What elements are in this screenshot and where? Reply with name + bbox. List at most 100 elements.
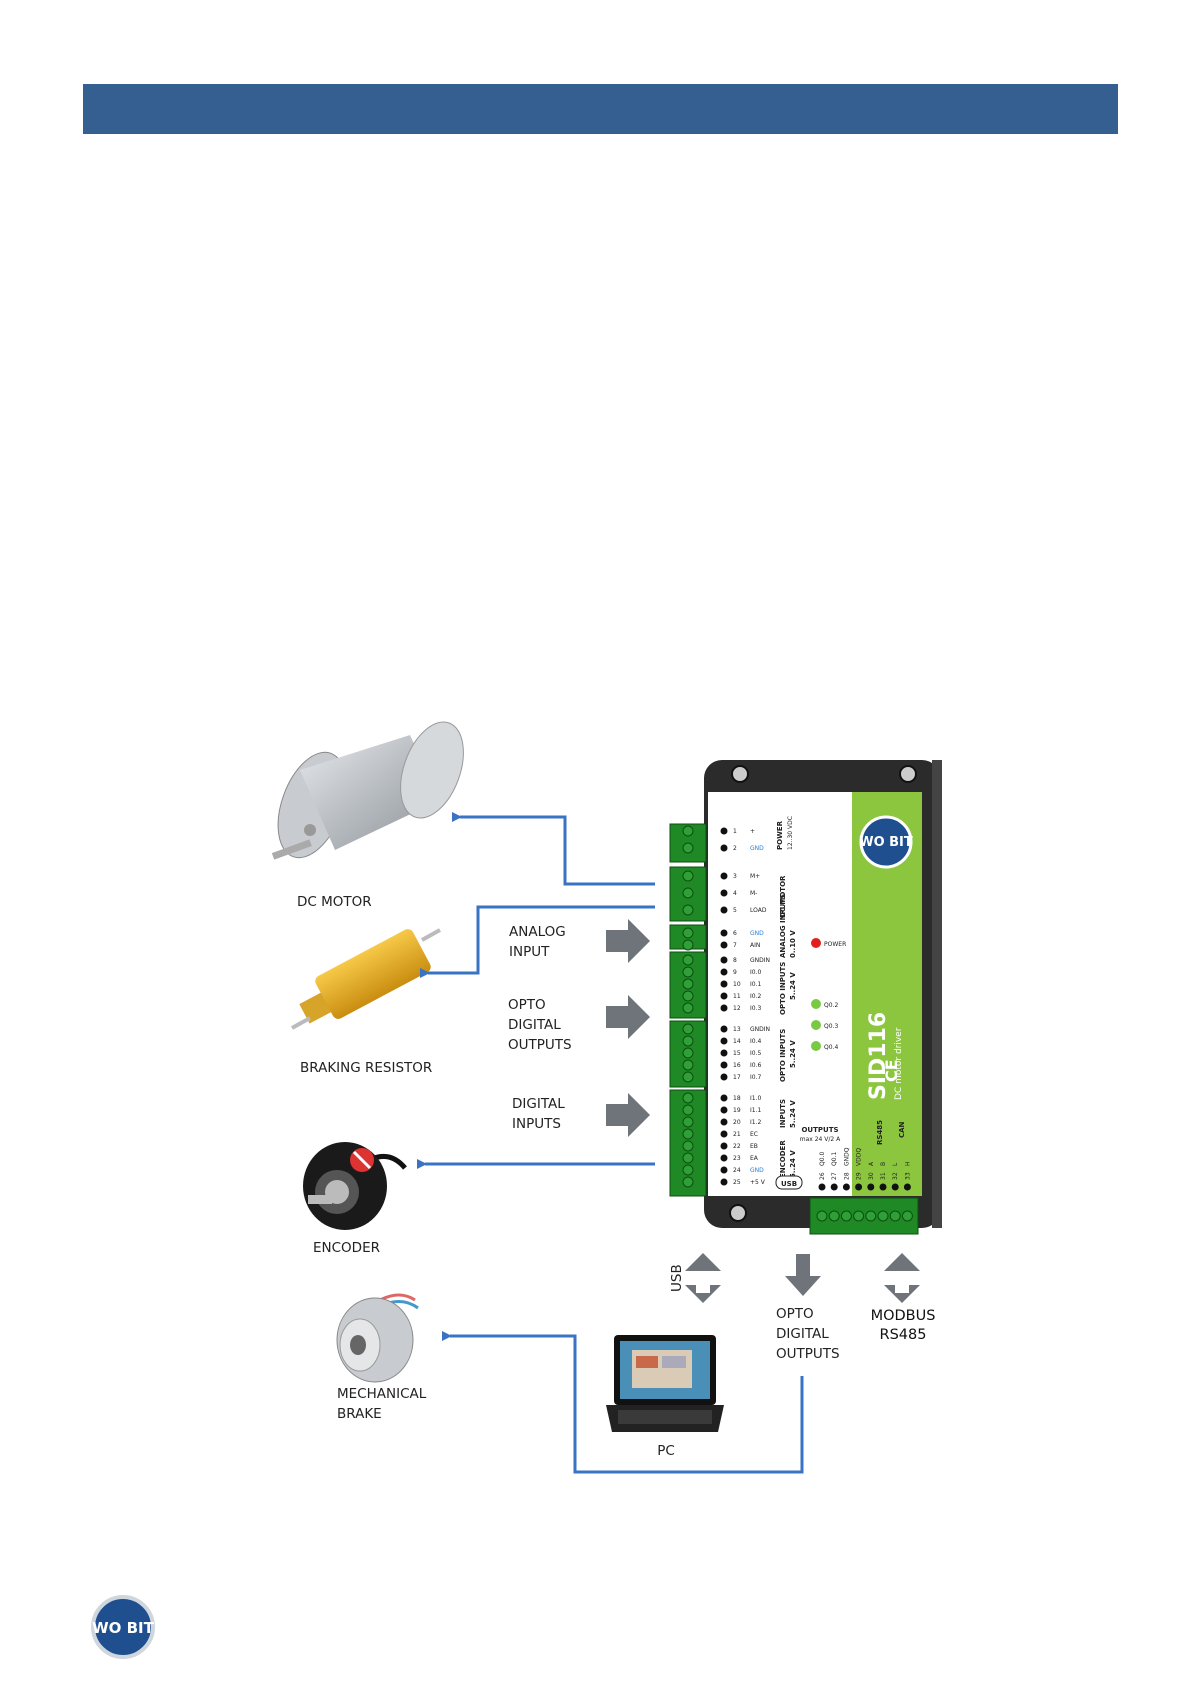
terminal-screw [682, 1152, 694, 1164]
pin-dot [720, 956, 728, 964]
bottom-pin-dot [891, 1183, 899, 1191]
pin-label: M- [750, 890, 757, 897]
section-can: CAN [898, 1121, 906, 1138]
pin-dot [720, 1004, 728, 1012]
section-opto2-sub: 5..24 V [789, 1040, 797, 1068]
terminal-screw [877, 1210, 889, 1222]
terminal-screw [682, 1176, 694, 1188]
pin-number: 2 [733, 845, 737, 852]
bottom-pin-number: 29 [856, 1172, 863, 1180]
bottom-pin-label: H [904, 1161, 911, 1166]
terminal-screw [682, 1035, 694, 1047]
section-encoder: ENCODER [779, 1140, 787, 1178]
label-opto-1: OPTO [508, 997, 546, 1013]
bottom-pin-label: GNDQ [843, 1147, 850, 1166]
pin-label: I0.5 [750, 1050, 761, 1057]
section-opto2: OPTO INPUTS [779, 1029, 787, 1082]
pin-dot [720, 968, 728, 976]
pin-number: 23 [733, 1155, 741, 1162]
screw-icon [899, 765, 917, 783]
pin-number: 17 [733, 1074, 741, 1081]
section-inputs-sub: 5..24 V [789, 1100, 797, 1128]
bottom-pin-dot [903, 1183, 911, 1191]
pin-number: 5 [733, 907, 737, 914]
pin-number: 9 [733, 969, 737, 976]
pin-label: +5 V [750, 1179, 766, 1186]
bottom-pin-label: B [880, 1162, 887, 1166]
bottom-pin-label: A [868, 1161, 875, 1166]
pin-dot [720, 1073, 728, 1081]
terminal-screw [682, 927, 694, 939]
pin-dot [720, 1118, 728, 1126]
terminal-blocks [669, 823, 919, 1235]
label-usb: USB [669, 1264, 685, 1292]
pin-label: + [750, 828, 755, 835]
label-opto-2: DIGITAL [508, 1017, 561, 1033]
power-led-label: POWER [824, 941, 846, 948]
pin-label: AIN [750, 942, 760, 949]
pin-label: I0.0 [750, 969, 761, 976]
section-outputs: OUTPUTS [801, 1126, 838, 1134]
pin-number: 21 [733, 1131, 741, 1138]
device-logo-text: WO BIT [859, 835, 913, 850]
arrow-to-mechanical-brake [442, 1331, 804, 1474]
label-mechanical-2: BRAKE [337, 1406, 382, 1422]
power-led [811, 938, 821, 948]
pin-dot [720, 1094, 728, 1102]
pin-dot [720, 1037, 728, 1045]
pin-number: 7 [733, 942, 737, 949]
bottom-pin-number: 27 [831, 1172, 838, 1180]
label-pc: PC [657, 1443, 675, 1459]
terminal-screw [901, 1210, 913, 1222]
pin-label: EB [750, 1143, 758, 1150]
terminal-screw [682, 954, 694, 966]
section-encoder-sub: 5..24 V [789, 1150, 797, 1178]
terminal-screw [828, 1210, 840, 1222]
led-q03-label: Q0.3 [824, 1023, 838, 1030]
label-analog-1: ANALOG [509, 924, 566, 940]
pin-label: GND [750, 930, 764, 937]
section-dc-motor: DC MOTOR [779, 875, 787, 918]
pin-number: 25 [733, 1179, 741, 1186]
terminal-screw [682, 904, 694, 916]
pin-number: 6 [733, 930, 737, 937]
label-digital-1: DIGITAL [512, 1096, 565, 1112]
pin-dot [720, 889, 728, 897]
pin-label: I0.6 [750, 1062, 761, 1069]
terminal-screw [682, 1140, 694, 1152]
arrow-modbus [884, 1253, 920, 1303]
pin-label: M+ [750, 873, 760, 880]
pin-label: GND [750, 1167, 764, 1174]
pin-label: GND [750, 845, 764, 852]
pin-number: 10 [733, 981, 741, 988]
section-opto1: OPTO INPUTS [779, 962, 787, 1015]
section-analog: ANALOG INPUTS [779, 894, 787, 958]
terminal-screw [682, 1059, 694, 1071]
sid116-driver: WO BIT SID116 DC motor driver CE POWER Q… [669, 760, 942, 1235]
terminal-screw [682, 1104, 694, 1116]
footer-logo: WO BIT [91, 1595, 155, 1659]
bottom-pin-number: 26 [819, 1172, 826, 1180]
label-opto-bottom-2: DIGITAL [776, 1326, 829, 1342]
terminal-screw [816, 1210, 828, 1222]
terminal-screw [889, 1210, 901, 1222]
pin-label: EA [750, 1155, 759, 1162]
led-q04-label: Q0.4 [824, 1044, 838, 1051]
pin-number: 22 [733, 1143, 741, 1150]
pin-label: I0.7 [750, 1074, 761, 1081]
usb-port [775, 1175, 803, 1190]
pin-number: 3 [733, 873, 737, 880]
pin-label: I1.2 [750, 1119, 761, 1126]
terminal-screw [682, 1047, 694, 1059]
encoder-image [303, 1142, 407, 1230]
pin-number: 11 [733, 993, 741, 1000]
pin-label: I0.1 [750, 981, 761, 988]
pin-number: 1 [733, 828, 737, 835]
pin-label: LOAD [750, 907, 767, 914]
arrow-to-dc-motor [452, 812, 655, 886]
terminal-screw [682, 1023, 694, 1035]
arrow-opto-bottom [785, 1254, 821, 1296]
pin-number: 19 [733, 1107, 741, 1114]
bottom-pin-number: 28 [843, 1172, 850, 1180]
